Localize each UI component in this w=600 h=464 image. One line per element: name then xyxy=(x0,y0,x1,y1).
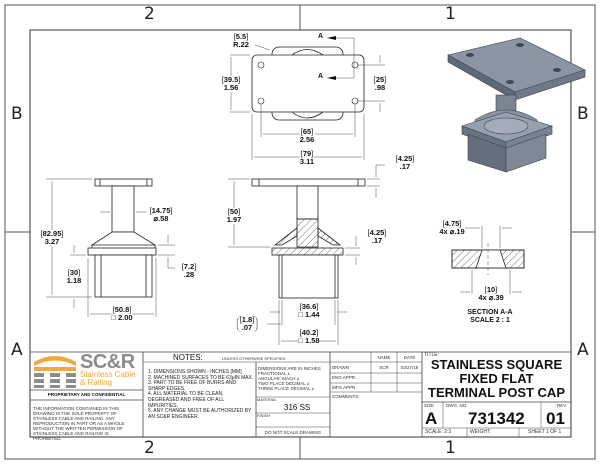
comments-label: COMMENTS: xyxy=(332,394,360,399)
note-item: 5. ANY CHANGE MUST BE AUTHORIZED BY AN S… xyxy=(148,408,252,420)
notes-subheading: UNLESS OTHERWISE SPECIFIED xyxy=(222,356,286,361)
scale-value: SCALE: 2:3 xyxy=(425,429,452,435)
dimension: 4.25.17 xyxy=(396,155,415,171)
zone-label-left-a: A xyxy=(11,340,23,360)
rev-value: 01 xyxy=(546,409,565,428)
approval-label: MFG APPR. xyxy=(332,385,357,390)
note-item: 2. MACHINED SURFACES TO BE 63μIN MAX. xyxy=(148,374,254,381)
tolerance-heading: DIMENSIONS ARE IN INCHES xyxy=(258,366,321,371)
size-value: A xyxy=(425,409,438,428)
dimension: 14.75⌀.58 xyxy=(150,207,173,223)
approvals-header-date: DATE xyxy=(403,355,416,360)
title-line: STAINLESS SQUARE xyxy=(430,357,563,372)
dimension: 652.56 xyxy=(299,128,315,144)
finish-label: FINISH xyxy=(257,413,271,418)
zone-label-right-a: A xyxy=(577,340,589,360)
approval-date: 03/27/18 xyxy=(400,365,419,370)
approval-label: ENG APPR. xyxy=(332,375,357,380)
zone-label-top-2: 2 xyxy=(144,4,155,24)
notes-heading: NOTES: xyxy=(173,353,203,362)
dimension: 36.6□ 1.44 xyxy=(298,303,319,319)
drawing-title: STAINLESS SQUARE FIXED FLAT TERMINAL POS… xyxy=(422,358,571,400)
logo-mark-icon xyxy=(34,356,76,388)
size-label: SIZE xyxy=(424,403,435,408)
dimension: 25.98 xyxy=(373,76,387,92)
tolerance-row: FRACTIONAL ± xyxy=(258,371,291,376)
material-label: MATERIAL xyxy=(257,397,277,402)
material-value: 316 SS xyxy=(284,403,311,412)
do-not-scale-note: DO NOT SCALE DRAWING xyxy=(264,430,322,435)
title-label: TITLE: xyxy=(424,352,440,358)
dimension: 50.8□ 2.00 xyxy=(111,306,133,322)
section-label: SECTION A-A xyxy=(467,309,513,316)
note-item: 3. PART TO BE FREE OF BURRS AND SHARP ED… xyxy=(148,380,237,392)
title-line: FIXED FLAT xyxy=(459,371,534,386)
side-section-view xyxy=(228,164,385,345)
logo-line-2: & Railing xyxy=(80,378,113,387)
isometric-render xyxy=(447,37,586,173)
dimension: 40.2□ 1.58 xyxy=(298,329,320,345)
approval-name: SCR xyxy=(379,365,389,370)
note-item: 4. ALL MATERIAL TO BE CLEAN, DEGREASED A… xyxy=(148,391,224,409)
section-scale: SCALE 2 : 1 xyxy=(470,317,510,324)
dimension: 501.97 xyxy=(226,208,242,224)
notes-list: 1. DIMENSIONS SHOWN - INCHES [MM] 2. MAC… xyxy=(148,369,254,420)
title-block-grid xyxy=(30,351,571,437)
dwg-no-value: 731342 xyxy=(468,409,525,428)
section-a-a-view xyxy=(451,226,525,294)
note-item: 1. DIMENSIONS SHOWN - INCHES [MM] xyxy=(148,369,242,375)
rev-label: REV xyxy=(557,403,567,408)
weight-label: WEIGHT: xyxy=(470,429,491,435)
tolerance-row: ANGULAR: MACH ± xyxy=(258,376,300,381)
dwg-no-label: DWG. NO. xyxy=(446,403,468,408)
approval-label: DRAWN xyxy=(332,365,349,370)
section-marker: A xyxy=(318,73,324,80)
zone-label-bottom-1: 1 xyxy=(445,438,456,458)
logo-name: SC&R xyxy=(80,351,135,373)
logo-line-1: Stainless Cable xyxy=(80,370,136,379)
dimension: 301.18 xyxy=(66,269,82,285)
front-view xyxy=(46,178,175,317)
tolerance-row: TWO PLACE DECIMAL ± xyxy=(258,381,310,386)
proprietary-text: THE INFORMATION CONTAINED IN THIS DRAWIN… xyxy=(33,406,125,441)
dimension: 4.754x ⌀.19 xyxy=(439,220,464,236)
dimension: 104x ⌀.39 xyxy=(478,286,503,302)
approvals-header-name: NAME xyxy=(377,355,391,360)
title-line: TERMINAL POST CAP xyxy=(428,385,565,400)
zone-label-left-b: B xyxy=(11,104,23,124)
sheet-number: SHEET 1 OF 1 xyxy=(528,429,562,435)
zone-label-top-1: 1 xyxy=(445,4,456,24)
zone-label-right-b: B xyxy=(577,104,589,124)
top-view xyxy=(230,36,385,160)
dimension: 1.8.07 xyxy=(236,316,258,332)
dimension: 7.2.28 xyxy=(182,263,197,279)
dimension: 82.953.27 xyxy=(40,230,64,246)
dimension: 5.5R.22 xyxy=(233,33,249,49)
zone-label-bottom-2: 2 xyxy=(144,438,155,458)
sheet-border xyxy=(4,4,596,460)
proprietary-heading: PROPRIETARY AND CONFIDENTIAL xyxy=(47,392,126,397)
tolerance-row: THREE PLACE DECIMAL ± xyxy=(258,386,315,391)
dimension: 4.25.17 xyxy=(368,229,387,245)
dimension: 39.51.56 xyxy=(221,76,241,92)
section-marker: A xyxy=(318,33,324,40)
dimension: 793.11 xyxy=(299,150,315,166)
